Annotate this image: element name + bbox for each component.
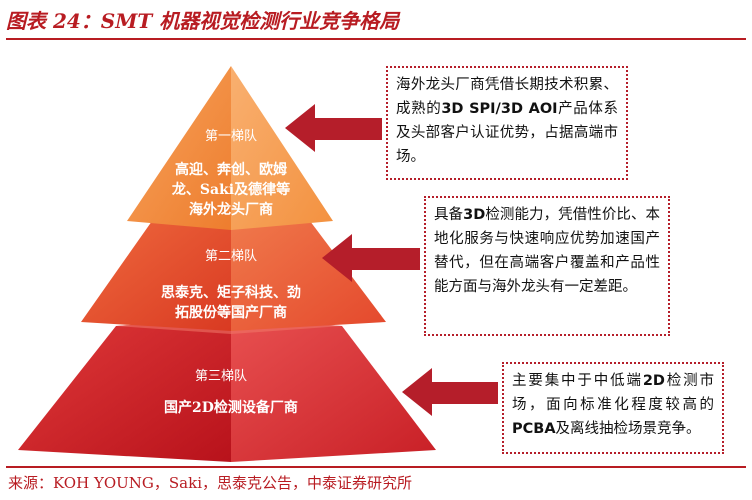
tier-3-right-face — [231, 318, 436, 462]
tier-1-name: 第一梯队 — [204, 129, 257, 144]
arrow-left-icon — [322, 234, 420, 282]
arrow-left-icon — [285, 104, 382, 152]
callout-highlight: 3D — [463, 207, 486, 223]
tier-1-left-face — [127, 66, 231, 230]
title-rule — [6, 38, 746, 40]
tier-1-desc-line: 海外龙头厂商 — [189, 202, 273, 218]
callout-tier-2: 具备3D检测能力，凭借性价比、本地化服务与快速响应优势加速国产替代，但在高端客户… — [424, 196, 670, 336]
callout-highlight: 3D SPI/3D AOI — [441, 101, 558, 117]
source-note: 来源：KOH YOUNG，Saki，思泰克公告，中泰证券研究所 — [8, 474, 413, 492]
callout-text: 检测市场，面向标准化程度较高的 — [512, 373, 715, 413]
callout-text: 产品体系及头部客户认证优势，占据高端市场。 — [396, 101, 618, 165]
callout-text: 检测能力，凭借性价比、本地化服务与快速响应优势加速国产替代，但在高端客户覆盖和产… — [434, 207, 661, 295]
callout-tier-3: 主要集中于中低端2D检测市场，面向标准化程度较高的 PCBA及离线抽检场景竞争。 — [502, 362, 724, 454]
tier-3-desc-line: 国产2D检测设备厂商 — [164, 400, 298, 416]
callout-text: 具备 — [434, 207, 464, 223]
tier-2-left-face — [81, 214, 231, 331]
arrow-left-icon — [402, 368, 498, 416]
callout-text: 主要集中于中低端 — [512, 373, 643, 389]
callout-text: 海外龙头厂商凭借长期技术积累、成熟的 — [396, 77, 618, 117]
tier-3-block — [18, 318, 436, 462]
callout-text: 及离线抽检场景竞争。 — [555, 421, 701, 437]
figure-title: 图表 24：SMT 机器视觉检测行业竞争格局 — [6, 9, 400, 33]
tier-2-right-face — [231, 214, 386, 331]
footer-rule — [6, 466, 746, 468]
tier-3-name: 第三梯队 — [194, 369, 247, 384]
tier-3-left-face — [18, 318, 231, 462]
callout-tier-1: 海外龙头厂商凭借长期技术积累、成熟的3D SPI/3D AOI产品体系及头部客户… — [386, 66, 628, 180]
tier-1-right-face — [231, 66, 333, 230]
tier-1-block — [127, 66, 333, 230]
callout-highlight: PCBA — [512, 421, 556, 437]
callout-highlight: 2D — [642, 373, 665, 389]
tier-1-desc-line: 龙、Saki及德律等 — [171, 182, 291, 198]
tier-2-desc-line: 拓股份等国产厂商 — [175, 305, 287, 321]
tier-2-desc-line: 思泰克、矩子科技、劲 — [161, 285, 301, 301]
tier-2-name: 第二梯队 — [204, 249, 257, 264]
tier-1-desc-line: 高迎、奔创、欧姆 — [175, 162, 287, 178]
